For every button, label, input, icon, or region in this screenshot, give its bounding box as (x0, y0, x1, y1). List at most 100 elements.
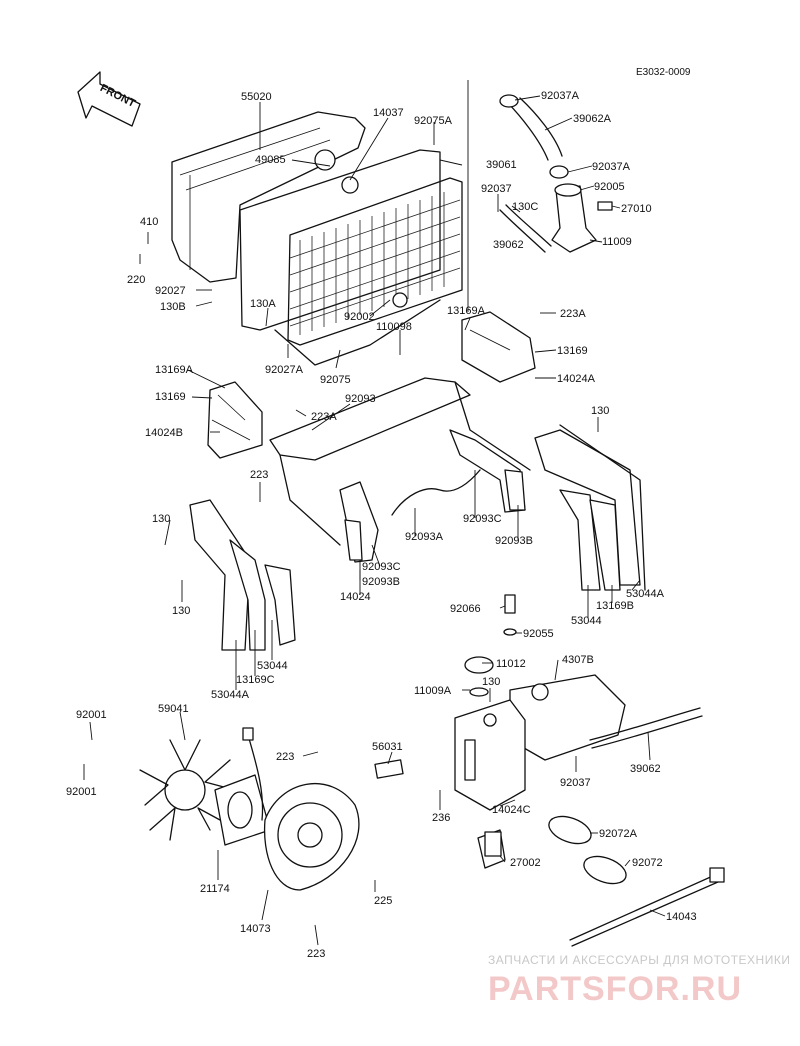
bypass-hose (499, 204, 552, 253)
part-label: 223 (250, 469, 268, 481)
leader-lines (83, 80, 666, 946)
part-label: 92066 (450, 603, 481, 615)
side-cover-left (189, 499, 296, 651)
part-label: 53044A (211, 689, 250, 701)
part-label: 92093C (463, 513, 502, 525)
part-label: 53044 (257, 660, 288, 672)
part-label: 13169 (557, 345, 588, 357)
part-label: 92001 (76, 709, 107, 721)
part-label: 55020 (241, 91, 272, 103)
reservoir-cover (454, 699, 526, 811)
reservoir-cap (464, 656, 494, 697)
part-label: 39061 (486, 159, 517, 171)
part-label: 92072 (632, 857, 663, 869)
part-label: 11012 (496, 658, 526, 670)
part-label: 130B (160, 301, 186, 313)
part-label: 13169A (155, 364, 194, 376)
diagram-code: E3032-0009 (636, 67, 691, 78)
part-label: 130 (591, 405, 609, 417)
part-label: 14073 (240, 923, 271, 935)
side-cover-center-right (449, 429, 526, 513)
part-label: 92027A (265, 364, 304, 376)
part-label: 92075 (320, 374, 351, 386)
part-label: 39062 (493, 239, 524, 251)
part-label: 92037A (592, 161, 631, 173)
part-label: 14024C (492, 804, 531, 816)
part-label: 14024B (145, 427, 183, 439)
part-label: 21174 (200, 883, 230, 895)
part-label: 92005 (594, 181, 625, 193)
fan-motor (214, 774, 271, 846)
part-label: 92055 (523, 628, 554, 640)
part-label: 223 (307, 948, 325, 960)
front-arrow-icon: FRONT (77, 71, 141, 127)
part-label: 92075A (414, 115, 453, 127)
part-label: 220 (127, 274, 145, 286)
part-label: 236 (432, 812, 450, 824)
long-rod (569, 867, 725, 947)
part-label: 13169 (155, 391, 186, 403)
fan-shroud (263, 782, 360, 891)
watermark-line1: ЗАПЧАСТИ И АКСЕССУАРЫ ДЛЯ МОТОТЕХНИКИ (488, 953, 790, 967)
part-label: 223A (560, 308, 586, 320)
part-label: 13169B (596, 600, 634, 612)
part-label: 4307B (562, 654, 594, 666)
part-label: 27002 (510, 857, 541, 869)
part-label: 110098 (376, 321, 412, 333)
hose-clamps (548, 815, 627, 885)
part-label: 130A (250, 298, 276, 310)
part-label: 39062 (630, 763, 661, 775)
temp-sensor-icon (597, 201, 613, 211)
drain-plug-icon (503, 594, 517, 636)
part-label: 92093C (362, 561, 401, 573)
label-plate (374, 759, 404, 779)
part-label: 223 (276, 751, 294, 763)
part-label: 53044A (626, 588, 665, 600)
part-label: 130 (482, 676, 500, 688)
part-label: 27010 (621, 203, 652, 215)
part-label: 130 (152, 513, 170, 525)
part-label: 223A (311, 411, 337, 423)
part-label: 14043 (666, 911, 697, 923)
fan-wire (242, 727, 264, 821)
part-label: 130 (172, 605, 190, 617)
side-cover-center (339, 481, 379, 563)
radiator-bracket-left (207, 381, 263, 459)
part-label: 225 (374, 895, 392, 907)
part-label: 13169C (236, 674, 275, 686)
part-label: 49085 (255, 154, 286, 166)
part-label: 14024 (340, 591, 371, 603)
frame-cross-member (269, 377, 531, 546)
part-label: 92093 (345, 393, 376, 405)
part-label: 53044 (571, 615, 602, 627)
fan-switch-icon (484, 831, 502, 857)
part-label: 13169A (447, 305, 486, 317)
part-label: 59041 (158, 703, 189, 715)
part-labels: 55020 14037 92075A 49085 39061 92037A 39… (66, 90, 697, 960)
overflow-hose (589, 707, 703, 749)
part-label: 92037 (481, 183, 512, 195)
part-label: 92037A (541, 90, 580, 102)
part-label: 410 (140, 216, 158, 228)
part-label: 92027 (155, 285, 186, 297)
part-label: 56031 (372, 741, 403, 753)
part-label: 92093A (405, 531, 444, 543)
side-cover-right (534, 424, 646, 591)
cooling-fan (139, 739, 236, 841)
part-label: 92001 (66, 786, 97, 798)
wiring-harness (391, 469, 481, 516)
part-label: 14037 (373, 107, 404, 119)
watermark: ЗАПЧАСТИ И АКСЕССУАРЫ ДЛЯ МОТОТЕХНИКИ PA… (488, 953, 790, 1008)
part-label: 14024A (557, 373, 596, 385)
radiator-bracket-right (461, 311, 536, 383)
thermostat-housing (551, 183, 597, 253)
part-label: 92072A (599, 828, 638, 840)
radiator-core (239, 149, 463, 366)
part-label: 92093B (495, 535, 533, 547)
part-label: 130C (512, 201, 538, 213)
radiator-shroud (171, 111, 366, 283)
part-label: 39062A (573, 113, 612, 125)
part-label: 92093B (362, 576, 400, 588)
watermark-line2: PARTSFOR.RU (488, 970, 742, 1008)
